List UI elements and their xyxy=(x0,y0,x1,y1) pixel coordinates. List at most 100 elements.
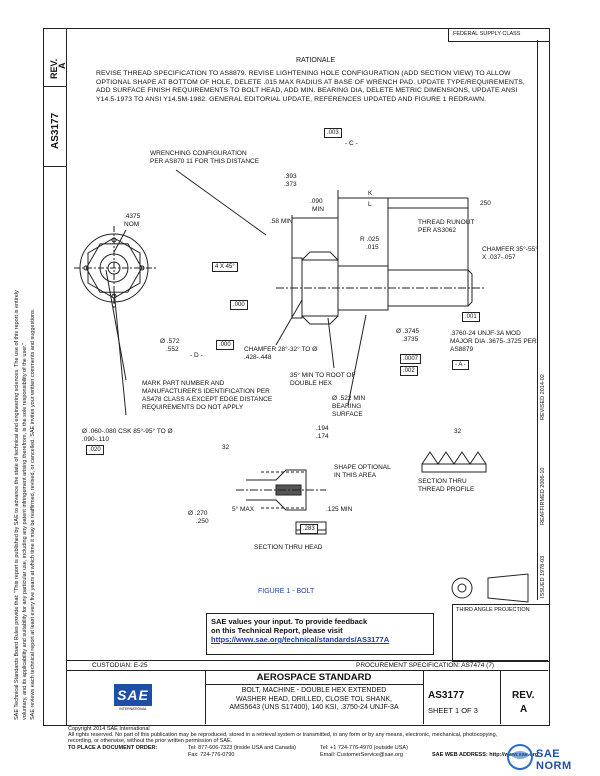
label-c-ref: - C - xyxy=(345,140,358,147)
desc-line-3: AMS5643 (UNS S17400), 140 KSI, .3750-24 … xyxy=(229,704,399,711)
left-rev-value: A xyxy=(57,62,67,70)
feedback-link[interactable]: https://www.sae.org/technical/standards/… xyxy=(211,635,390,644)
label-d194: .194 xyxy=(316,425,329,432)
label-d32a: 32 xyxy=(222,444,230,451)
disclaimer-line-1: SAE Technical Standards Board Rules prov… xyxy=(14,290,20,720)
label-d002: .002 xyxy=(400,366,418,376)
label-section-thru: SECTION THRU THREAD PROFILE xyxy=(418,478,475,493)
label-d5max: 5° MAX xyxy=(232,506,255,513)
bolt-side-view xyxy=(276,190,486,325)
title-divider-2 xyxy=(423,670,424,724)
label-d3735: .3735 xyxy=(402,336,419,343)
desc-line-2: WASHER HEAD, DRILLED, CLOSE TOL SHANK, xyxy=(236,695,392,703)
label-csk: Ø .060-.080 CSK 85°-95° TO Ø .090-.110 xyxy=(82,428,173,443)
disclaimer-line-3: SAE reviews each technical report at lea… xyxy=(30,308,36,720)
reaffirmed-date: REAFFIRMED 2006-10 xyxy=(540,467,546,525)
revised-date: REVISED 2014-02 xyxy=(540,374,546,420)
title-divider-3 xyxy=(500,670,501,724)
copyright: Copyright 2014 SAE International xyxy=(68,726,150,732)
fax: Fax: 724-776-0790 xyxy=(188,752,235,758)
tel-2: Tel: +1 724-776-4970 (outside USA) xyxy=(320,745,408,751)
label-d373: .373 xyxy=(284,181,297,188)
label-d003: .003 xyxy=(324,128,342,138)
label-thread: .3760-24 UNJF-3A MOD MAJOR DIA .3675-.37… xyxy=(450,330,537,353)
projection-label: THIRD ANGLE PROJECTION xyxy=(456,607,530,613)
drawing-frame xyxy=(66,28,550,726)
label-d174: .174 xyxy=(316,433,329,440)
thread-profile-view xyxy=(421,451,487,473)
title-std-line xyxy=(205,684,423,685)
procurement-spec: PROCUREMENT SPECIFICATION: AS7474 (7) xyxy=(356,662,495,669)
rationale-heading: RATIONALE xyxy=(296,57,336,64)
label-mark: MARK PART NUMBER AND MANUFACTURER'S IDEN… xyxy=(142,380,273,411)
disclaimer-line-2: voluntary, and its applicability and sui… xyxy=(22,342,28,720)
label-d270: Ø .270 xyxy=(188,510,208,517)
label-shape-optional: SHAPE OPTIONAL IN THIS AREA xyxy=(334,464,391,479)
feedback-line-1: SAE values your input. To provide feedba… xyxy=(211,617,368,626)
label-d32b: 32 xyxy=(454,428,462,435)
feedback-line-2: on this Technical Report, please visit xyxy=(211,626,343,635)
label-d35min: 35° MIN TO ROOT OF DOUBLE HEX xyxy=(290,372,356,387)
right-strip-divider xyxy=(537,40,538,600)
label-section-head: SECTION THRU HEAD xyxy=(254,544,323,551)
tel-1: Tel: 877-606-7323 (inside USA and Canada… xyxy=(188,745,296,751)
sheet-number: SHEET 1 OF 3 xyxy=(428,706,478,715)
label-d3745: Ø .3745 xyxy=(396,328,420,335)
label-d250b: .250 xyxy=(196,518,209,525)
title-top-line xyxy=(66,660,548,661)
left-rev-cell: REV. A xyxy=(43,28,67,87)
title-rev-value: A xyxy=(520,704,528,715)
label-r015: .015 xyxy=(366,244,379,251)
label-thread-runout: THREAD RUNOUT PER AS3062 xyxy=(418,219,475,234)
label-d58min: .58 MIN xyxy=(270,218,293,225)
rationale-text: REVISE THREAD SPECIFICATION TO AS8879. R… xyxy=(96,70,525,103)
label-d-ref: - D - xyxy=(190,352,203,359)
label-d020: .020 xyxy=(86,445,104,455)
watermark-text: SAE NORM xyxy=(536,748,572,772)
title-divider-1 xyxy=(205,670,206,724)
standard-type: AEROSPACE STANDARD xyxy=(256,672,372,683)
email: Email: CustomerService@sae.org xyxy=(320,752,403,758)
figure-caption: FIGURE 1 - BOLT xyxy=(258,588,315,595)
label-k: K xyxy=(368,190,373,197)
label-d393: .393 xyxy=(284,173,297,180)
label-r025: R .025 xyxy=(360,236,380,243)
title-rev-label: REV. xyxy=(512,690,535,701)
label-d572: Ø .572 xyxy=(160,338,180,345)
issued-date: ISSUED 1978-03 xyxy=(540,555,546,598)
federal-class-label: FEDERAL SUPPLY CLASS xyxy=(453,31,521,37)
label-d0007: .0007 xyxy=(400,354,422,364)
label-l: L xyxy=(368,201,372,208)
label-d001: .001 xyxy=(462,312,480,322)
label-d090: .090 xyxy=(310,198,323,205)
sae-logo-sub: INTERNATIONAL xyxy=(119,707,147,711)
left-docnum-cell: AS3177 xyxy=(43,86,67,167)
label-d283: .283 xyxy=(300,524,318,534)
order-label: TO PLACE A DOCUMENT ORDER: xyxy=(68,745,158,751)
label-d522: Ø .522 MIN BEARING SURFACE xyxy=(332,395,366,418)
label-min: MIN xyxy=(312,206,324,213)
sae-norm-watermark: SAE NORM xyxy=(506,742,598,772)
desc-line-1: BOLT, MACHINE - DOUBLE HEX EXTENDED xyxy=(241,687,387,694)
web-address: SAE WEB ADDRESS: http://www.sae.org xyxy=(432,752,539,758)
label-d000b2: .000 xyxy=(216,340,234,350)
bolt-drawing xyxy=(74,169,529,603)
custodian: CUSTODIAN: E-25 xyxy=(92,662,148,669)
label-d125: .125 MIN xyxy=(326,506,353,513)
rights-1: All rights reserved. No part of this pub… xyxy=(68,732,498,738)
part-description: BOLT, MACHINE - DOUBLE HEX EXTENDED WASH… xyxy=(206,687,422,713)
label-wrenching: WRENCHING CONFIGURATION PER AS870 11 FOR… xyxy=(150,150,260,165)
label-nom: NOM xyxy=(124,221,140,228)
label-d552: .552 xyxy=(166,346,179,353)
rights-2: recording, or otherwise, without the pri… xyxy=(68,738,233,744)
title-doc-number: AS3177 xyxy=(428,690,465,701)
title-second-line xyxy=(66,670,548,671)
sae-logo-text: SAE xyxy=(114,684,152,706)
section-head-view xyxy=(236,469,327,535)
watermark-globe-icon xyxy=(507,744,533,770)
left-doc-number: AS3177 xyxy=(50,112,61,149)
label-nom-val: .4375 xyxy=(124,213,141,220)
left-disclaimer-cell xyxy=(43,166,67,726)
feedback-box: SAE values your input. To provide feedba… xyxy=(206,613,434,655)
label-d250: 250 xyxy=(480,200,491,207)
